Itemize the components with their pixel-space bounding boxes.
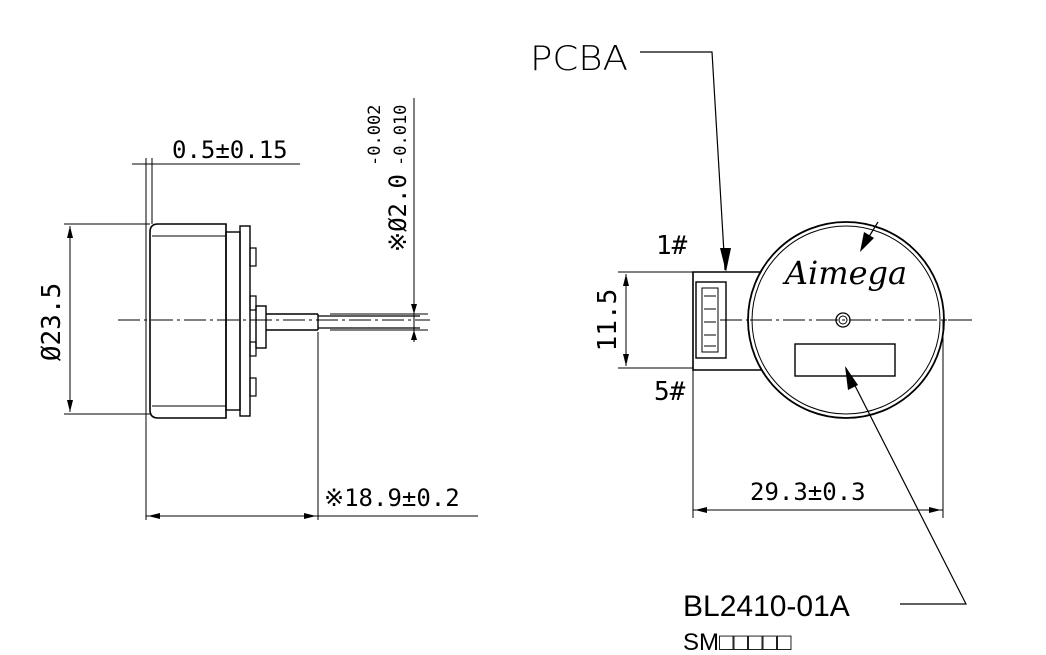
- sub-model-label: SM□□□□□: [683, 629, 792, 655]
- body-diameter-dim: Ø23.5: [37, 283, 67, 361]
- pin-diameter-dim: ※Ø2.0: [384, 174, 412, 252]
- connector-inner: [701, 287, 719, 353]
- pin-tolerance-upper: -0.002: [365, 105, 385, 166]
- arrowhead: [148, 513, 160, 519]
- pcba-label: PCBA: [530, 39, 628, 79]
- arrowhead: [860, 232, 874, 252]
- connector-housing: [255, 305, 267, 349]
- arrowhead: [67, 226, 73, 238]
- connector: [695, 281, 727, 359]
- motor-body: [149, 223, 227, 419]
- arrowhead: [929, 507, 941, 513]
- top-view: Aimega PCBA 1# 5# 11.5 29.3±0.3 BL2410-0…: [530, 39, 972, 655]
- arrowhead: [720, 248, 731, 272]
- pcb-board: [239, 225, 251, 417]
- motor-flange: [225, 231, 241, 411]
- pin1-label: 1#: [656, 231, 688, 261]
- pcb-component: [249, 295, 257, 311]
- arrowhead: [845, 366, 858, 390]
- pcb-component: [249, 341, 257, 357]
- brand-logo: Aimega: [782, 254, 907, 292]
- pcb-component: [249, 247, 257, 267]
- arrowhead: [695, 507, 707, 513]
- pin5-label: 5#: [654, 377, 686, 407]
- shaft-hole: [835, 312, 851, 328]
- model-leader: [845, 367, 967, 605]
- length-dim: ※18.9±0.2: [324, 484, 460, 512]
- arrowhead: [623, 274, 629, 286]
- arrowhead: [411, 304, 417, 314]
- arrowhead: [411, 330, 417, 340]
- label-window: [794, 343, 896, 377]
- arrowhead: [623, 354, 629, 366]
- arrowhead: [67, 400, 73, 412]
- pcb-component: [249, 377, 257, 397]
- width-dim: 29.3±0.3: [750, 478, 866, 506]
- shaft-hole-inner: [838, 315, 848, 325]
- pcba-leader: [640, 51, 726, 271]
- pin-tolerance-lower: -0.010: [391, 105, 411, 166]
- model-label: BL2410-01A: [683, 590, 850, 623]
- thickness-dim: 0.5±0.15: [172, 136, 288, 164]
- arrowhead: [304, 513, 316, 519]
- height-dim: 11.5: [593, 289, 623, 352]
- pcb-outline: [692, 271, 790, 371]
- side-view: Ø23.5 0.5±0.15 ※Ø2.0 -0.002 -0.010 ※18.9…: [37, 98, 478, 520]
